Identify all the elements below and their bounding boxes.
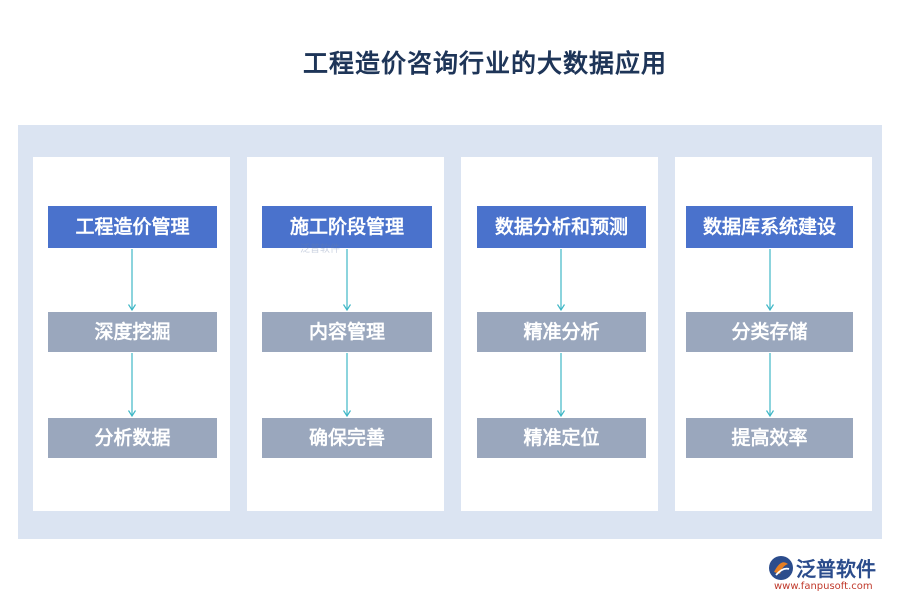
column-2-step-2: 确保完善 xyxy=(262,418,432,458)
brand-url[interactable]: www.fanpusoft.com xyxy=(774,581,873,592)
page-title: 工程造价咨询行业的大数据应用 xyxy=(302,49,667,78)
column-4-step-1: 分类存储 xyxy=(686,312,853,352)
column-1-step-2: 分析数据 xyxy=(48,418,217,458)
column-4-step-2: 提高效率 xyxy=(686,418,853,458)
column-1-step-1: 深度挖掘 xyxy=(48,312,217,352)
column-heading-4: 数据库系统建设 xyxy=(686,206,853,248)
column-3-step-2: 精准定位 xyxy=(477,418,646,458)
column-3-step-1: 精准分析 xyxy=(477,312,646,352)
column-heading-2: 施工阶段管理 xyxy=(262,206,432,248)
watermark-text: 泛普软件 xyxy=(300,244,340,255)
brand-logo[interactable]: 泛普软件 www.fanpusoft.com xyxy=(768,553,892,595)
column-2-step-1: 内容管理 xyxy=(262,312,432,352)
column-heading-1: 工程造价管理 xyxy=(48,206,217,248)
column-heading-3: 数据分析和预测 xyxy=(477,206,646,248)
fanpu-logo-icon xyxy=(769,556,793,580)
brand-name: 泛普软件 xyxy=(796,557,876,581)
